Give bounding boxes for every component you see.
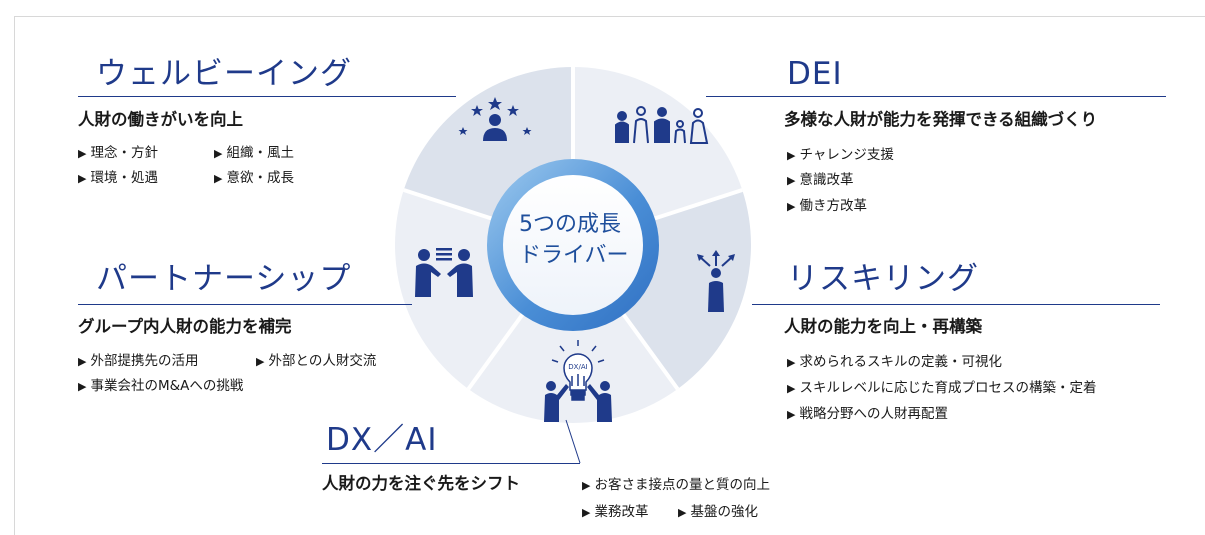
wheel-divider — [466, 300, 534, 391]
partnership-subtitle: グループ内人財の能力を補完 — [78, 317, 292, 336]
dxai-item-text: お客さま接点の量と質の向上 — [594, 477, 770, 493]
partnership-item-text: 外部との人財交流 — [268, 353, 377, 369]
partnership-item: ▶事業会社のM&Aへの挑戦 — [78, 378, 244, 394]
dxai-item: ▶業務改革 — [582, 504, 649, 520]
partnership-item: ▶外部との人財交流 — [256, 353, 377, 369]
dxai-connector-line — [565, 419, 581, 464]
dx-ai-lightbulb-icon: DX/AI — [544, 340, 612, 422]
dxai-item-text: 業務改革 — [594, 504, 649, 520]
wellbeing-rule — [78, 96, 456, 97]
dei-item-text: チャレンジ支援 — [799, 147, 894, 163]
person-with-arrows-icon — [697, 250, 735, 312]
dxai-rule — [322, 463, 580, 464]
center-disc — [503, 175, 643, 315]
wellbeing-item-text: 環境・処遇 — [90, 170, 158, 186]
wellbeing-item: ▶意欲・成長 — [214, 170, 294, 186]
wellbeing-item-text: 意欲・成長 — [226, 170, 294, 186]
center-label-line2: ドライバー — [519, 243, 629, 268]
partnership-title: パートナーシップ — [96, 261, 352, 297]
wellbeing-item: ▶理念・方針 — [78, 145, 158, 161]
wheel-divider — [403, 188, 508, 226]
dei-title: DEI — [787, 56, 843, 92]
reskilling-item-text: 求められるスキルの定義・可視化 — [799, 354, 1002, 370]
reskilling-title: リスキリング — [787, 261, 979, 297]
partnership-item-text: 事業会社のM&Aへの挑戦 — [90, 378, 244, 394]
reskilling-rule — [752, 304, 1160, 305]
reskilling-item-text: 戦略分野への人財再配置 — [799, 406, 948, 422]
reskilling-subtitle: 人財の能力を向上・再構築 — [784, 317, 982, 336]
dxai-title: DX／AI — [326, 422, 438, 458]
dxai-subtitle: 人財の力を注ぐ先をシフト — [322, 474, 520, 493]
dx-ai-icon-label: DX/AI — [568, 363, 587, 371]
dei-subtitle: 多様な人財が能力を発揮できる組織づくり — [784, 110, 1098, 129]
wellbeing-item: ▶環境・処遇 — [78, 170, 158, 186]
dxai-item: ▶お客さま接点の量と質の向上 — [582, 477, 770, 493]
wheel-divider — [612, 300, 680, 391]
partnership-item-text: 外部提携先の活用 — [90, 353, 199, 369]
dei-item: ▶働き方改革 — [787, 198, 867, 214]
two-people-handshake-icon — [415, 248, 473, 297]
dei-item-text: 意識改革 — [799, 172, 854, 188]
wellbeing-item-text: 理念・方針 — [90, 145, 158, 161]
reskilling-item-text: スキルレベルに応じた育成プロセスの構築・定着 — [799, 380, 1097, 396]
dei-item: ▶意識改革 — [787, 172, 854, 188]
reskilling-item: ▶求められるスキルの定義・可視化 — [787, 354, 1002, 370]
diverse-people-icon — [615, 106, 709, 144]
wheel-sector-dxai — [468, 245, 678, 424]
partnership-rule — [78, 304, 412, 305]
wheel-divider — [638, 188, 743, 226]
wellbeing-item-text: 組織・風土 — [226, 145, 294, 161]
partnership-item: ▶外部提携先の活用 — [78, 353, 199, 369]
reskilling-item: ▶スキルレベルに応じた育成プロセスの構築・定着 — [787, 380, 1097, 396]
dxai-item: ▶基盤の強化 — [678, 504, 758, 520]
wellbeing-title: ウェルビーイング — [96, 56, 352, 92]
dei-item-text: 働き方改革 — [799, 198, 867, 214]
frame-left-border — [14, 16, 15, 535]
wellbeing-item: ▶組織・風土 — [214, 145, 294, 161]
dei-item: ▶チャレンジ支援 — [787, 147, 894, 163]
reskilling-item: ▶戦略分野への人財再配置 — [787, 406, 948, 422]
person-with-stars-icon — [458, 97, 532, 141]
frame-top-border — [14, 16, 1205, 17]
dxai-item-text: 基盤の強化 — [690, 504, 758, 520]
dei-rule — [706, 96, 1166, 97]
center-label-line1: 5つの成長 — [519, 212, 621, 237]
wellbeing-subtitle: 人財の働きがいを向上 — [78, 110, 243, 129]
